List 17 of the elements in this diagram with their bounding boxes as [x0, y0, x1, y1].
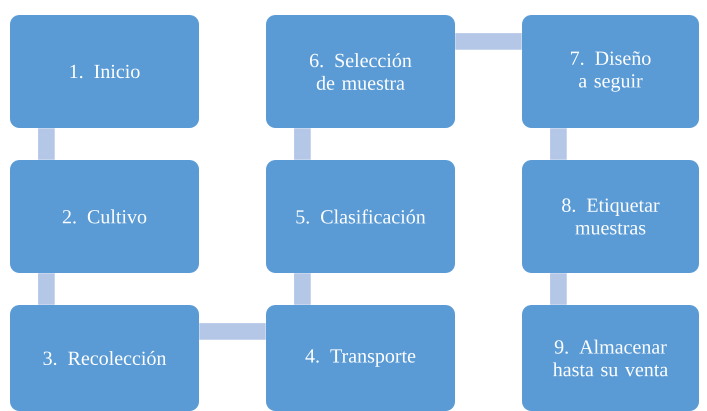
process-box: 7. Diseño a seguir [522, 15, 699, 128]
connector-bar [199, 323, 266, 340]
process-box: 4. Transporte [266, 305, 455, 411]
connector-bar [455, 33, 522, 50]
connector-bar [550, 128, 567, 160]
connector-bar [294, 128, 311, 160]
connector-bar [294, 273, 311, 305]
process-box: 8. Etiquetar muestras [522, 160, 699, 273]
process-box: 5. Clasificación [266, 160, 455, 273]
process-box: 6. Selección de muestra [266, 15, 455, 128]
process-box: 3. Recolección [10, 305, 199, 411]
connector-bar [38, 128, 55, 160]
connector-bar [38, 273, 55, 305]
connector-bar [550, 273, 567, 305]
process-box: 1. Inicio [10, 15, 199, 128]
process-box: 2. Cultivo [10, 160, 199, 273]
process-box: 9. Almacenar hasta su venta [522, 305, 699, 411]
